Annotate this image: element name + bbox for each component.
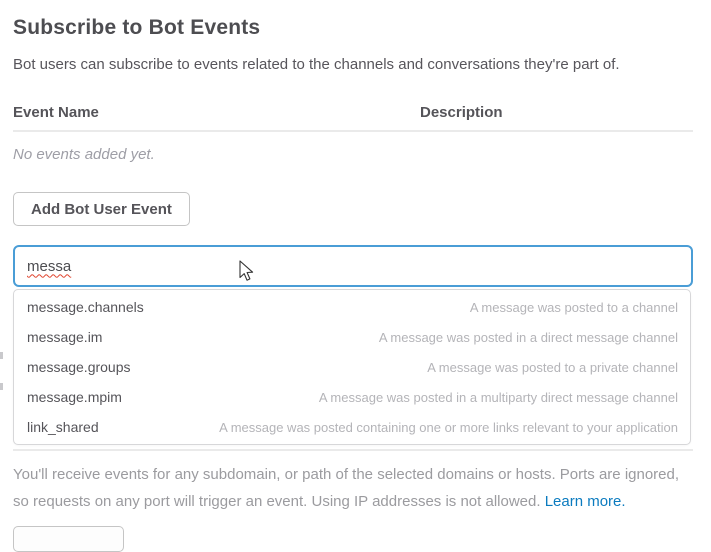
column-header-event-name: Event Name: [13, 104, 99, 121]
event-suggestion-name: message.mpim: [27, 389, 122, 405]
event-suggestion-description: A message was posted in a multiparty dir…: [318, 389, 678, 405]
section-divider: [13, 449, 693, 451]
page-title: Subscribe to Bot Events: [13, 16, 261, 39]
obscured-text-fragment: [0, 383, 3, 390]
obscured-text-fragment: [0, 352, 3, 359]
event-suggestion-dropdown: message.channels A message was posted to…: [13, 289, 691, 445]
event-suggestion-description: A message was posted containing one or m…: [219, 419, 678, 435]
empty-events-message: No events added yet.: [13, 146, 155, 163]
column-header-description: Description: [420, 104, 503, 121]
event-suggestion-description: A message was posted in a direct message…: [378, 329, 678, 345]
event-suggestion-item[interactable]: message.mpim A message was posted in a m…: [14, 382, 690, 412]
event-suggestion-item[interactable]: message.im A message was posted in a dir…: [14, 322, 690, 352]
partial-add-domain-button[interactable]: [13, 526, 124, 552]
event-suggestion-item[interactable]: message.groups A message was posted to a…: [14, 352, 690, 382]
event-suggestion-name: message.groups: [27, 359, 131, 375]
event-suggestion-item[interactable]: link_shared A message was posted contain…: [14, 412, 690, 442]
event-suggestion-description: A message was posted to a channel: [469, 299, 678, 315]
event-search-input[interactable]: messa: [13, 245, 693, 287]
event-suggestion-name: message.im: [27, 329, 103, 345]
event-suggestion-name: message.channels: [27, 299, 144, 315]
learn-more-link[interactable]: Learn more.: [544, 493, 626, 510]
event-search-input-value: messa: [27, 257, 72, 275]
unfurl-note-text: You'll receive events for any subdomain,…: [13, 466, 680, 510]
event-suggestion-description: A message was posted to a private channe…: [427, 359, 678, 375]
event-suggestion-item[interactable]: message.channels A message was posted to…: [14, 292, 690, 322]
add-bot-user-event-button[interactable]: Add Bot User Event: [13, 192, 190, 226]
unfurl-domains-note: You'll receive events for any subdomain,…: [13, 461, 680, 515]
page-subtitle: Bot users can subscribe to events relate…: [13, 56, 620, 73]
table-header-divider: [13, 130, 693, 132]
event-suggestion-name: link_shared: [27, 419, 99, 435]
